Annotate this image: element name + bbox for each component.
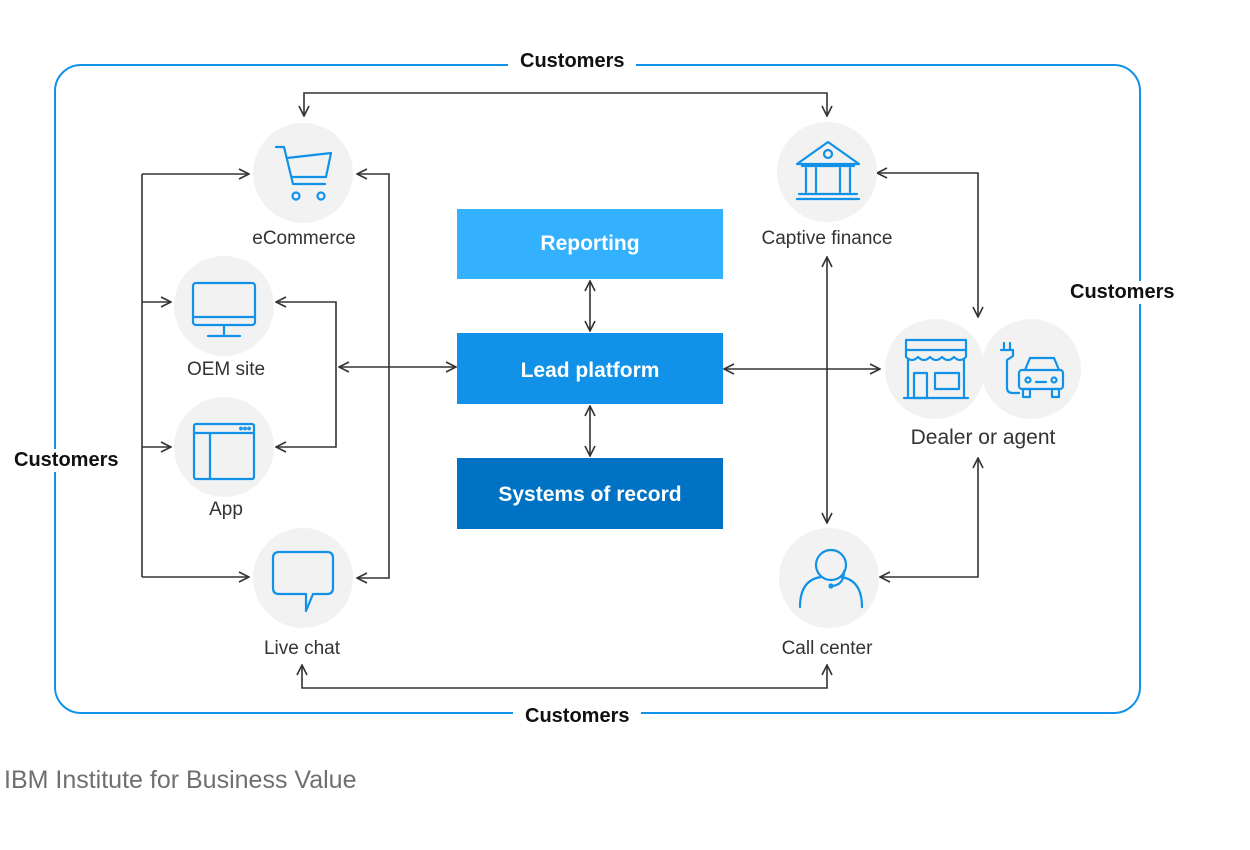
node-label-call-center: Call center <box>781 638 873 659</box>
bank-icon <box>795 140 861 201</box>
call-center-circle <box>779 528 879 628</box>
connector-ecommerce-livechat <box>357 174 390 578</box>
connector-ecommerce-captive <box>304 92 827 116</box>
app-window-icon <box>192 422 256 481</box>
storefront-icon <box>902 338 970 400</box>
connector-livechat-callcenter <box>302 665 827 689</box>
connector-oem-app <box>276 302 337 447</box>
node-label-captive-finance: Captive finance <box>761 228 893 249</box>
cart-icon <box>274 145 333 201</box>
source-credit: IBM Institute for Business Value <box>4 766 357 794</box>
connector-captive-dealer <box>877 173 978 317</box>
lead-platform-label: Lead platform <box>520 359 660 382</box>
customers-label-top: Customers <box>508 50 637 73</box>
systems-of-record-label: Systems of record <box>498 483 682 506</box>
app-circle <box>174 397 274 497</box>
customers-label-left: Customers <box>2 449 131 472</box>
customers-label-bottom: Customers <box>513 705 642 728</box>
reporting-box <box>457 209 723 279</box>
live-chat-circle <box>253 528 353 628</box>
dealer-circle <box>885 319 985 419</box>
oem-site-circle <box>174 256 274 356</box>
connectors <box>141 92 978 689</box>
customers-label-right: Customers <box>1058 281 1187 304</box>
captive-finance-circle <box>777 122 877 222</box>
node-label-dealer-or-agent: Dealer or agent <box>910 426 1056 449</box>
node-label-ecommerce: eCommerce <box>252 228 356 249</box>
ev-car-icon <box>999 341 1065 399</box>
reporting-label: Reporting <box>540 232 640 255</box>
node-label-live-chat: Live chat <box>263 638 341 659</box>
lead-platform-box <box>457 333 723 404</box>
systems-of-record-box <box>457 458 723 529</box>
node-label-oem-site: OEM site <box>186 359 266 380</box>
ecommerce-circle <box>253 123 353 223</box>
connector-callcenter-dealer <box>880 458 978 577</box>
node-label-app: App <box>209 499 243 520</box>
monitor-icon <box>191 281 257 338</box>
headset-person-icon <box>798 548 864 609</box>
chat-bubble-icon <box>271 550 335 613</box>
